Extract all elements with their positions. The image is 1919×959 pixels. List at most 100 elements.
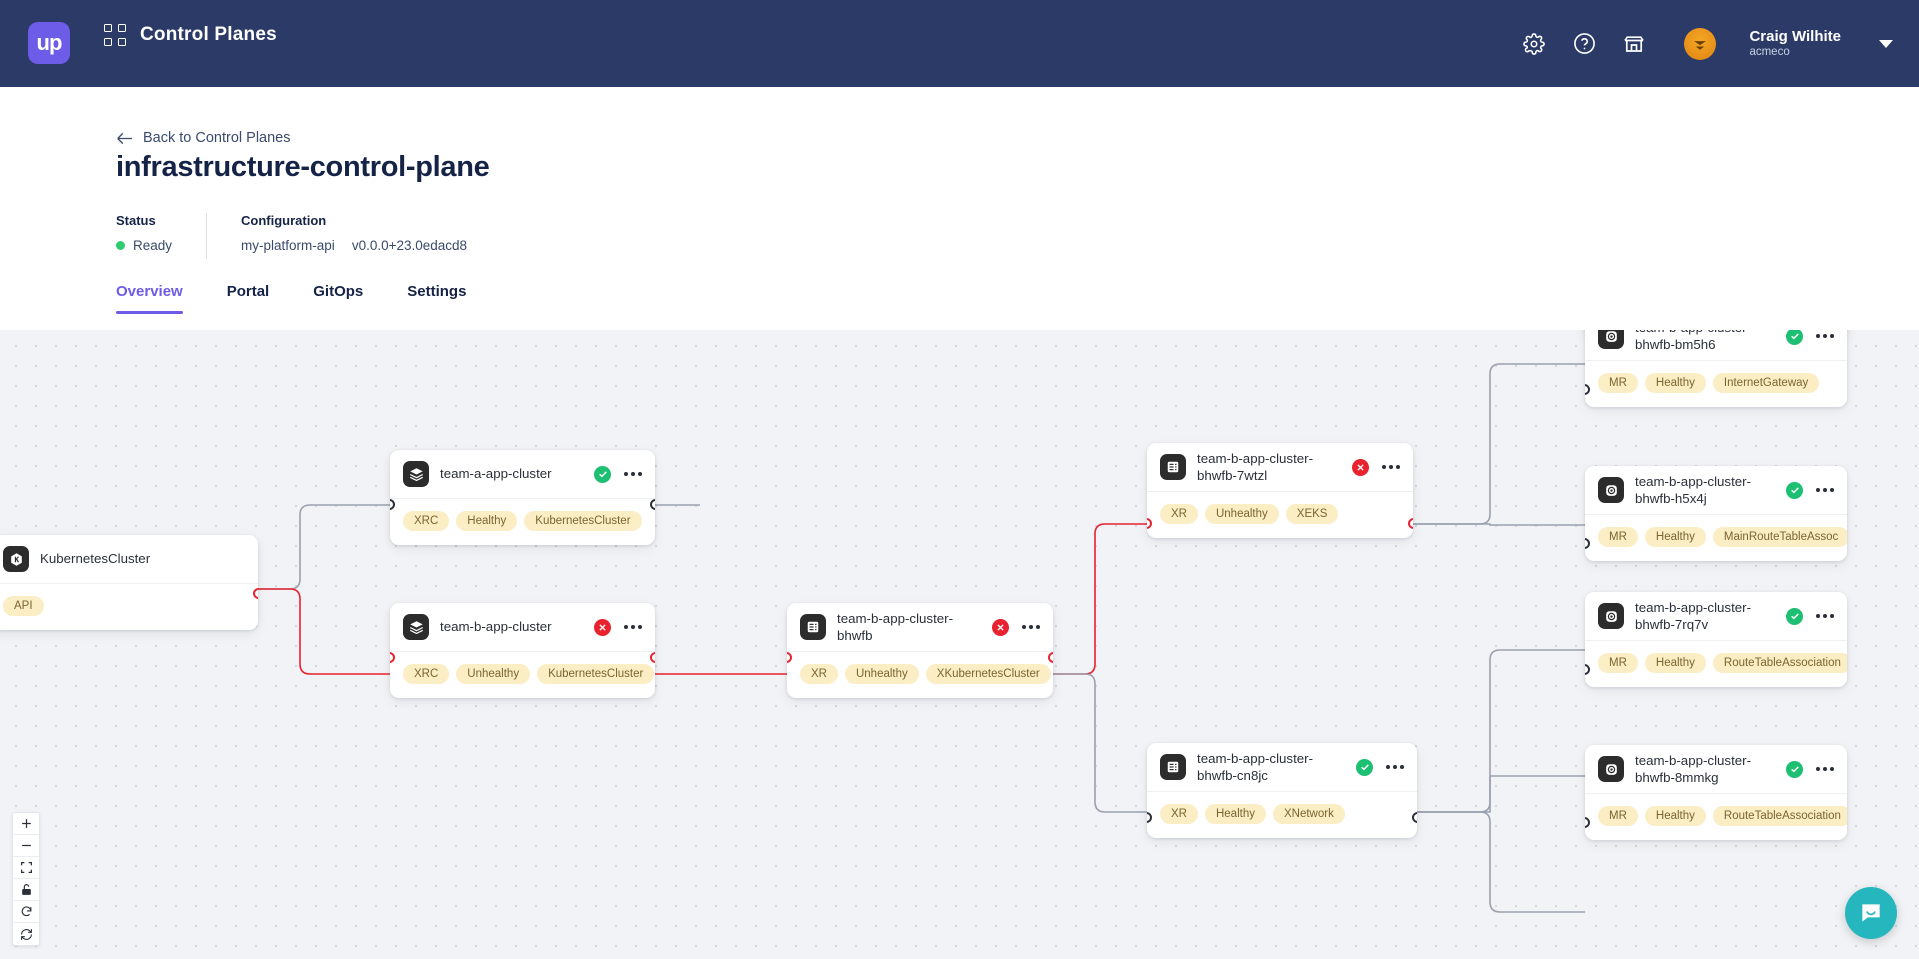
node-divider (1147, 491, 1413, 492)
node-title: team-b-app-cluster-bhwfb-bm5h6 (1635, 330, 1751, 352)
node-header: team-a-app-cluster (390, 450, 655, 498)
help-icon[interactable] (1570, 30, 1598, 58)
node-tag: XRC (403, 511, 450, 531)
user-name: Craig Wilhite (1749, 28, 1841, 46)
node-tags: XR Unhealthy XEKS (1147, 492, 1413, 538)
page-title: infrastructure-control-plane (116, 151, 490, 183)
graph-node-cn8jc[interactable]: team-b-app-cluster-bhwfb-cn8jc XR Health… (1147, 743, 1417, 838)
node-header: team-b-app-cluster-bhwfb-7rq7v (1585, 592, 1847, 640)
gear-icon[interactable] (1520, 30, 1548, 58)
node-port-right[interactable] (650, 499, 655, 510)
graph-edges (258, 363, 1585, 913)
zoom-out-button[interactable] (13, 835, 39, 857)
node-header: team-b-app-cluster-bhwfb-8mmkg (1585, 745, 1847, 793)
marketplace-icon[interactable] (1620, 30, 1648, 58)
nav-title: Control Planes (140, 24, 277, 45)
node-menu-button[interactable] (1816, 334, 1834, 338)
resource-graph-canvas[interactable]: KubernetesCluster API team-a-app-cluster… (0, 330, 1919, 959)
user-info[interactable]: Craig Wilhite acmeco (1749, 28, 1841, 58)
node-port-right[interactable] (253, 588, 258, 599)
node-tag: Unhealthy (844, 664, 919, 684)
node-divider (1585, 514, 1847, 515)
top-navigation-bar: up Control Planes (0, 0, 1919, 87)
tab-gitops[interactable]: GitOps (313, 283, 364, 300)
node-title: team-b-app-cluster-bhwfb-7wtzl (1197, 450, 1314, 483)
node-port-left[interactable] (1585, 538, 1590, 549)
node-tags: MR Healthy RouteTableAssociation (1585, 794, 1847, 840)
node-menu-button[interactable] (624, 625, 642, 629)
logo-text: up (36, 30, 63, 55)
node-title: team-b-app-cluster (440, 619, 552, 635)
graph-node-team-a-app-cluster[interactable]: team-a-app-cluster XRC Healthy Kubernete… (390, 450, 655, 545)
node-menu-button[interactable] (1386, 765, 1404, 769)
chevron-down-icon[interactable] (1879, 39, 1893, 48)
node-tag: XKubernetesCluster (925, 664, 1051, 684)
tab-overview[interactable]: Overview (116, 283, 205, 314)
node-port-right[interactable] (650, 652, 655, 663)
lock-icon[interactable] (13, 879, 39, 901)
node-menu-button[interactable] (624, 472, 642, 476)
graph-node-7rq7v[interactable]: team-b-app-cluster-bhwfb-7rq7v MR Health… (1585, 592, 1847, 687)
node-port-left[interactable] (1585, 817, 1590, 828)
node-divider (1585, 793, 1847, 794)
configuration-block: Configuration my-platform-api v0.0.0+23.… (241, 213, 467, 253)
status-unhealthy-icon (594, 618, 611, 636)
node-tag: Healthy (1644, 373, 1706, 393)
node-port-left[interactable] (1585, 664, 1590, 675)
node-tag: Unhealthy (456, 664, 531, 684)
upbound-logo[interactable]: up (28, 22, 70, 64)
node-tag: Healthy (1204, 804, 1266, 824)
nav-title-group[interactable]: Control Planes (104, 24, 277, 46)
graph-node-h5x4j[interactable]: team-b-app-cluster-bhwfb-h5x4j MR Health… (1585, 466, 1847, 561)
graph-node-bm5h6[interactable]: team-b-app-cluster-bhwfb-bm5h6 MR Health… (1585, 330, 1847, 407)
node-port-left[interactable] (390, 499, 395, 510)
node-port-right[interactable] (1408, 518, 1413, 529)
user-org: acmeco (1749, 45, 1790, 58)
node-port-left[interactable] (390, 652, 395, 663)
graph-node-7wtzl[interactable]: team-b-app-cluster-bhwfb-7wtzl XR Unheal… (1147, 443, 1413, 538)
layers-icon (403, 614, 429, 640)
node-divider (787, 651, 1053, 652)
page-header: Back to Control Planes infrastructure-co… (0, 87, 1919, 330)
refresh-icon[interactable] (13, 923, 39, 945)
node-menu-button[interactable] (1816, 767, 1834, 771)
zoom-in-button[interactable] (13, 813, 39, 835)
node-divider (390, 651, 655, 652)
node-port-left[interactable] (1147, 518, 1152, 529)
node-tag: MR (1598, 806, 1638, 826)
graph-node-kubernetescluster[interactable]: KubernetesCluster API (0, 535, 258, 630)
managed-resource-icon (1598, 756, 1624, 782)
kubernetes-icon (3, 546, 29, 572)
graph-node-8mmkg[interactable]: team-b-app-cluster-bhwfb-8mmkg MR Health… (1585, 745, 1847, 840)
avatar[interactable] (1684, 27, 1717, 60)
node-tag: RouteTableAssociation (1712, 653, 1847, 673)
node-tag: MR (1598, 653, 1638, 673)
fit-view-button[interactable] (13, 857, 39, 879)
status-dot-icon (116, 241, 125, 250)
status-unhealthy-icon (1352, 458, 1369, 476)
grid-icon (104, 24, 126, 46)
reset-icon[interactable] (13, 901, 39, 923)
node-port-right[interactable] (1412, 812, 1417, 823)
node-port-right[interactable] (1048, 652, 1053, 663)
node-menu-button[interactable] (1816, 614, 1834, 618)
graph-node-team-b-app-cluster[interactable]: team-b-app-cluster XRC Unhealthy Kuberne… (390, 603, 655, 698)
chat-widget-button[interactable] (1845, 887, 1897, 939)
tab-portal[interactable]: Portal (226, 283, 270, 300)
composite-icon (800, 614, 826, 640)
node-menu-button[interactable] (1022, 625, 1040, 629)
tab-settings[interactable]: Settings (407, 283, 467, 300)
graph-node-bhwfb[interactable]: team-b-app-cluster-bhwfb XR Unhealthy XK… (787, 603, 1053, 698)
node-header: team-b-app-cluster-bhwfb-bm5h6 (1585, 330, 1847, 360)
node-tag: RouteTableAssociation (1712, 806, 1847, 826)
status-healthy-icon (1786, 607, 1803, 625)
back-to-control-planes-link[interactable]: Back to Control Planes (116, 130, 291, 146)
tab-bar: Overview Portal GitOps Settings (116, 283, 488, 314)
node-port-left[interactable] (1147, 812, 1152, 823)
node-port-left[interactable] (1585, 384, 1590, 395)
node-port-left[interactable] (787, 652, 792, 663)
managed-resource-icon (1598, 603, 1624, 629)
node-menu-button[interactable] (1816, 488, 1834, 492)
node-menu-button[interactable] (1382, 465, 1400, 469)
node-header: team-b-app-cluster-bhwfb-7wtzl (1147, 443, 1413, 491)
